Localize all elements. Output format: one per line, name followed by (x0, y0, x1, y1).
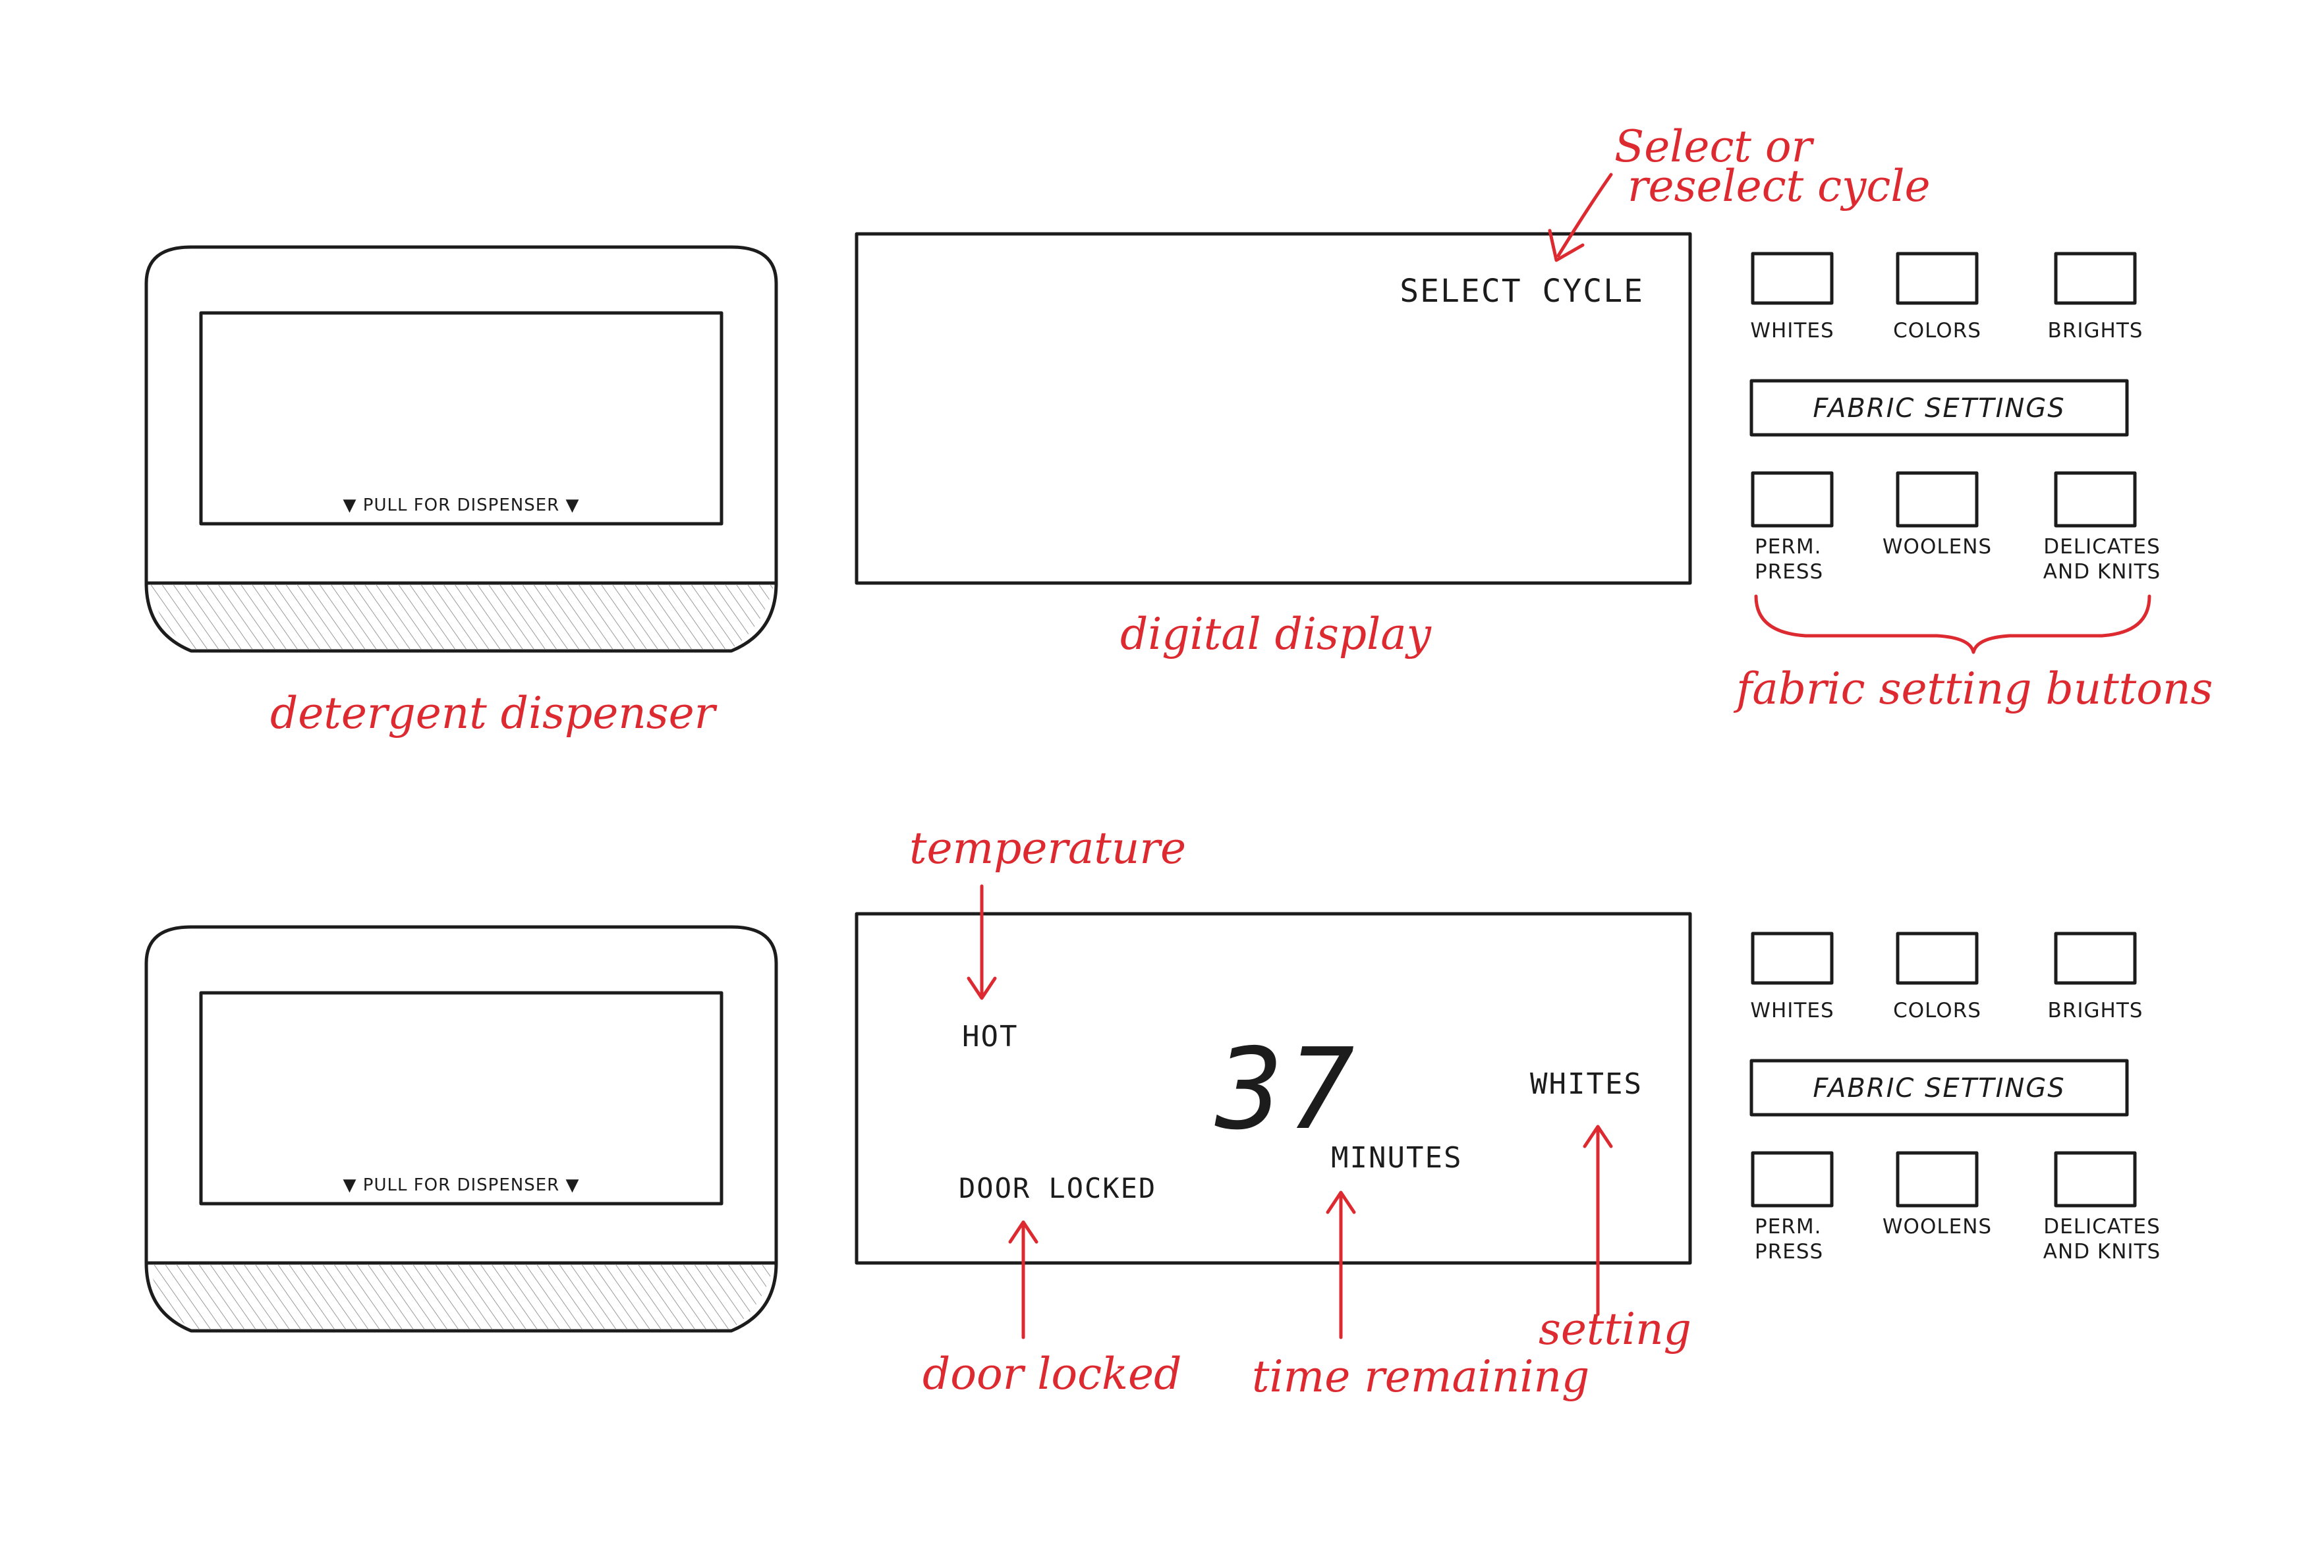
svg-text:Select or: Select or (1614, 121, 1815, 172)
fabric-settings-bar-bottom: FABRIC SETTINGS (1749, 1059, 2129, 1117)
temperature-arrowhead (967, 976, 997, 1000)
annotation-detergent-dispenser: detergent dispenser (270, 688, 718, 739)
svg-text:DELICATES: DELICATES (2043, 535, 2161, 559)
annotation-door-locked: door locked (922, 1220, 1181, 1399)
svg-text:PERM.: PERM. (1755, 535, 1821, 559)
digital-display-bottom: HOT DOOR LOCKED 37 MINUTES WHITES (855, 912, 1692, 1265)
svg-text:WHITES: WHITES (1750, 999, 1834, 1022)
svg-text:fabric setting buttons: fabric setting buttons (1733, 663, 2213, 714)
woolens-button-top[interactable]: WOOLENS (1883, 471, 1992, 559)
svg-text:WOOLENS: WOOLENS (1883, 535, 1992, 559)
svg-text:AND KNITS: AND KNITS (2043, 1240, 2161, 1264)
fabric-settings-bar-top: FABRIC SETTINGS (1749, 379, 2129, 437)
annotation-fabric-buttons: fabric setting buttons (1733, 594, 2213, 714)
perm-press-button-bottom[interactable]: PERM. PRESS (1751, 1151, 1834, 1264)
svg-text:DELICATES: DELICATES (2043, 1215, 2161, 1239)
svg-text:WOOLENS: WOOLENS (1883, 1215, 1992, 1239)
pull-for-dispenser-label: ▼ PULL FOR DISPENSER ▼ (343, 1175, 580, 1195)
time-remaining-digits: 37 (1214, 1024, 1359, 1155)
annotation-digital-display: digital display (1120, 609, 1432, 659)
fabric-buttons-bottom: WHITES COLORS BRIGHTS FABRIC SETTINGS PE… (1749, 932, 2161, 1264)
svg-text:COLORS: COLORS (1893, 319, 1981, 343)
svg-text:FABRIC SETTINGS: FABRIC SETTINGS (1813, 393, 2065, 424)
detergent-dispenser-top[interactable]: ▼ PULL FOR DISPENSER ▼ (144, 245, 778, 653)
svg-text:AND KNITS: AND KNITS (2043, 560, 2161, 584)
annotation-setting: setting (1539, 1125, 1691, 1355)
minutes-unit: MINUTES (1331, 1141, 1462, 1175)
svg-text:setting: setting (1539, 1304, 1691, 1355)
setting-arrowhead (1583, 1125, 1613, 1148)
dispenser-window (199, 991, 723, 1206)
brights-button-top[interactable]: BRIGHTS (2048, 252, 2143, 343)
whites-button-top[interactable]: WHITES (1750, 252, 1834, 343)
time-remaining-arrowhead (1326, 1190, 1356, 1214)
delicates-and-knits-button-top[interactable]: DELICATES AND KNITS (2043, 471, 2161, 584)
select-cycle-text: SELECT CYCLE (1400, 273, 1644, 310)
svg-text:time remaining: time remaining (1252, 1351, 1589, 1402)
svg-text:PRESS: PRESS (1755, 1240, 1823, 1264)
perm-press-button-top[interactable]: PERM. PRESS (1751, 471, 1834, 584)
brights-button-bottom[interactable]: BRIGHTS (2048, 932, 2143, 1022)
annotation-time-remaining: time remaining (1252, 1190, 1589, 1402)
svg-text:door locked: door locked (922, 1349, 1181, 1399)
svg-text:WHITES: WHITES (1750, 319, 1834, 343)
colors-button-bottom[interactable]: COLORS (1893, 932, 1981, 1022)
door-locked-arrowhead (1008, 1220, 1038, 1244)
svg-text:BRIGHTS: BRIGHTS (2048, 999, 2143, 1022)
digital-display-top: SELECT CYCLE (855, 232, 1692, 585)
select-cycle-arrowhead (1548, 229, 1585, 262)
dispenser-window (199, 311, 723, 526)
temperature-readout: HOT (962, 1020, 1018, 1053)
detergent-dispenser-bottom[interactable]: ▼ PULL FOR DISPENSER ▼ (144, 925, 778, 1333)
whites-button-bottom[interactable]: WHITES (1750, 932, 1834, 1022)
annotation-temperature: temperature (909, 823, 1186, 1000)
svg-text:FABRIC SETTINGS: FABRIC SETTINGS (1813, 1073, 2065, 1104)
svg-text:temperature: temperature (909, 823, 1186, 874)
woolens-button-bottom[interactable]: WOOLENS (1883, 1151, 1992, 1239)
annotation-select-cycle: Select or reselect cycle (1548, 121, 1931, 262)
svg-text:reselect cycle: reselect cycle (1628, 161, 1931, 211)
select-cycle-arrow (1556, 173, 1613, 258)
delicates-and-knits-button-bottom[interactable]: DELICATES AND KNITS (2043, 1151, 2161, 1264)
svg-text:BRIGHTS: BRIGHTS (2048, 319, 2143, 343)
fabric-buttons-top: WHITES COLORS BRIGHTS FABRIC SETTINGS PE… (1749, 252, 2161, 584)
setting-readout: WHITES (1530, 1067, 1643, 1101)
svg-text:PRESS: PRESS (1755, 560, 1823, 584)
svg-text:COLORS: COLORS (1893, 999, 1981, 1022)
fabric-buttons-brace (1754, 594, 2151, 654)
pull-for-dispenser-label: ▼ PULL FOR DISPENSER ▼ (343, 495, 580, 515)
colors-button-top[interactable]: COLORS (1893, 252, 1981, 343)
svg-text:PERM.: PERM. (1755, 1215, 1821, 1239)
door-locked-readout: DOOR LOCKED (959, 1172, 1156, 1204)
